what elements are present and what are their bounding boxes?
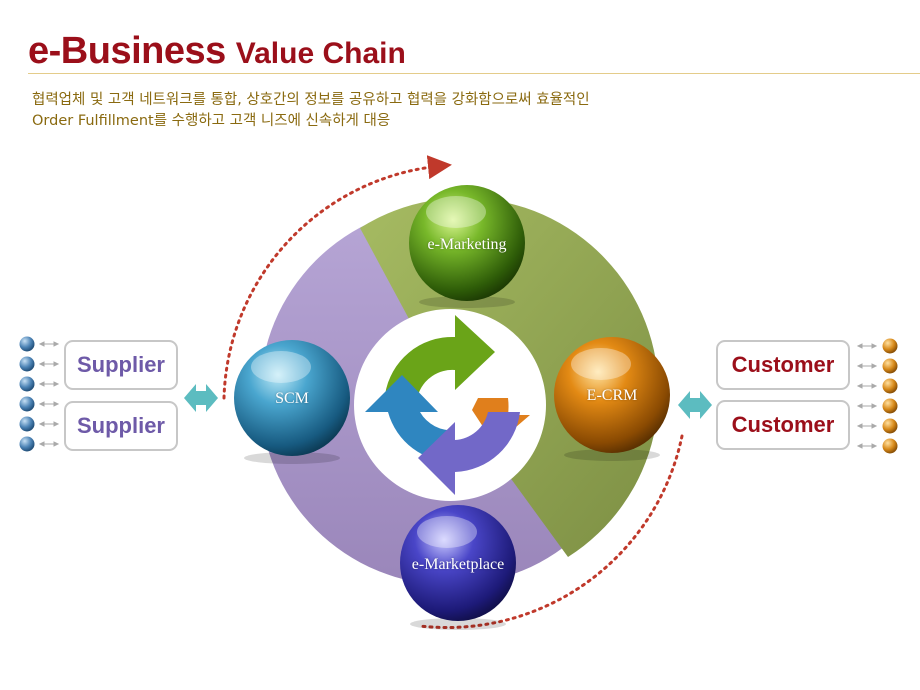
title-divider <box>28 73 920 74</box>
arrow-green <box>385 315 495 395</box>
e-marketplace-sphere <box>400 505 516 621</box>
e-crm-sphere <box>554 337 670 453</box>
supplier-connector-arrow <box>184 384 218 412</box>
cycle-arrows <box>365 315 530 495</box>
e-marketplace-label: e-Marketplace <box>411 556 505 573</box>
customer-box: Customer <box>716 400 850 450</box>
supplier-box: Supplier <box>64 340 178 390</box>
customer-link-arrows <box>856 343 878 449</box>
title-main: e-Business <box>28 30 226 72</box>
dotted-cycle-arc-upper <box>222 155 452 400</box>
customer-connector-arrow <box>678 391 712 419</box>
scm-label: SCM <box>275 390 309 407</box>
page-title: e-Business Value Chain <box>28 30 406 73</box>
e-marketing-label: e-Marketing <box>427 236 507 253</box>
subtitle-line-2: Order Fulfillment를 수행하고 고객 니즈에 신속하게 대응 <box>32 113 391 129</box>
scm-sphere <box>234 340 350 456</box>
arrow-blue <box>365 375 455 463</box>
e-marketing-sphere <box>409 185 525 301</box>
customer-box: Customer <box>716 340 850 390</box>
supplier-link-arrows <box>38 341 60 447</box>
subtitle-line-1: 협력업체 및 고객 네트워크를 통합, 상호간의 정보를 공유하고 협력을 강화… <box>32 92 590 108</box>
supplier-dots <box>19 336 35 452</box>
supplier-box: Supplier <box>64 401 178 451</box>
customer-dots <box>882 338 898 454</box>
dotted-cycle-arc-lower <box>418 434 684 630</box>
arrow-purple <box>418 412 520 495</box>
title-rest: Value Chain <box>235 37 406 70</box>
e-crm-label: E-CRM <box>586 387 638 404</box>
